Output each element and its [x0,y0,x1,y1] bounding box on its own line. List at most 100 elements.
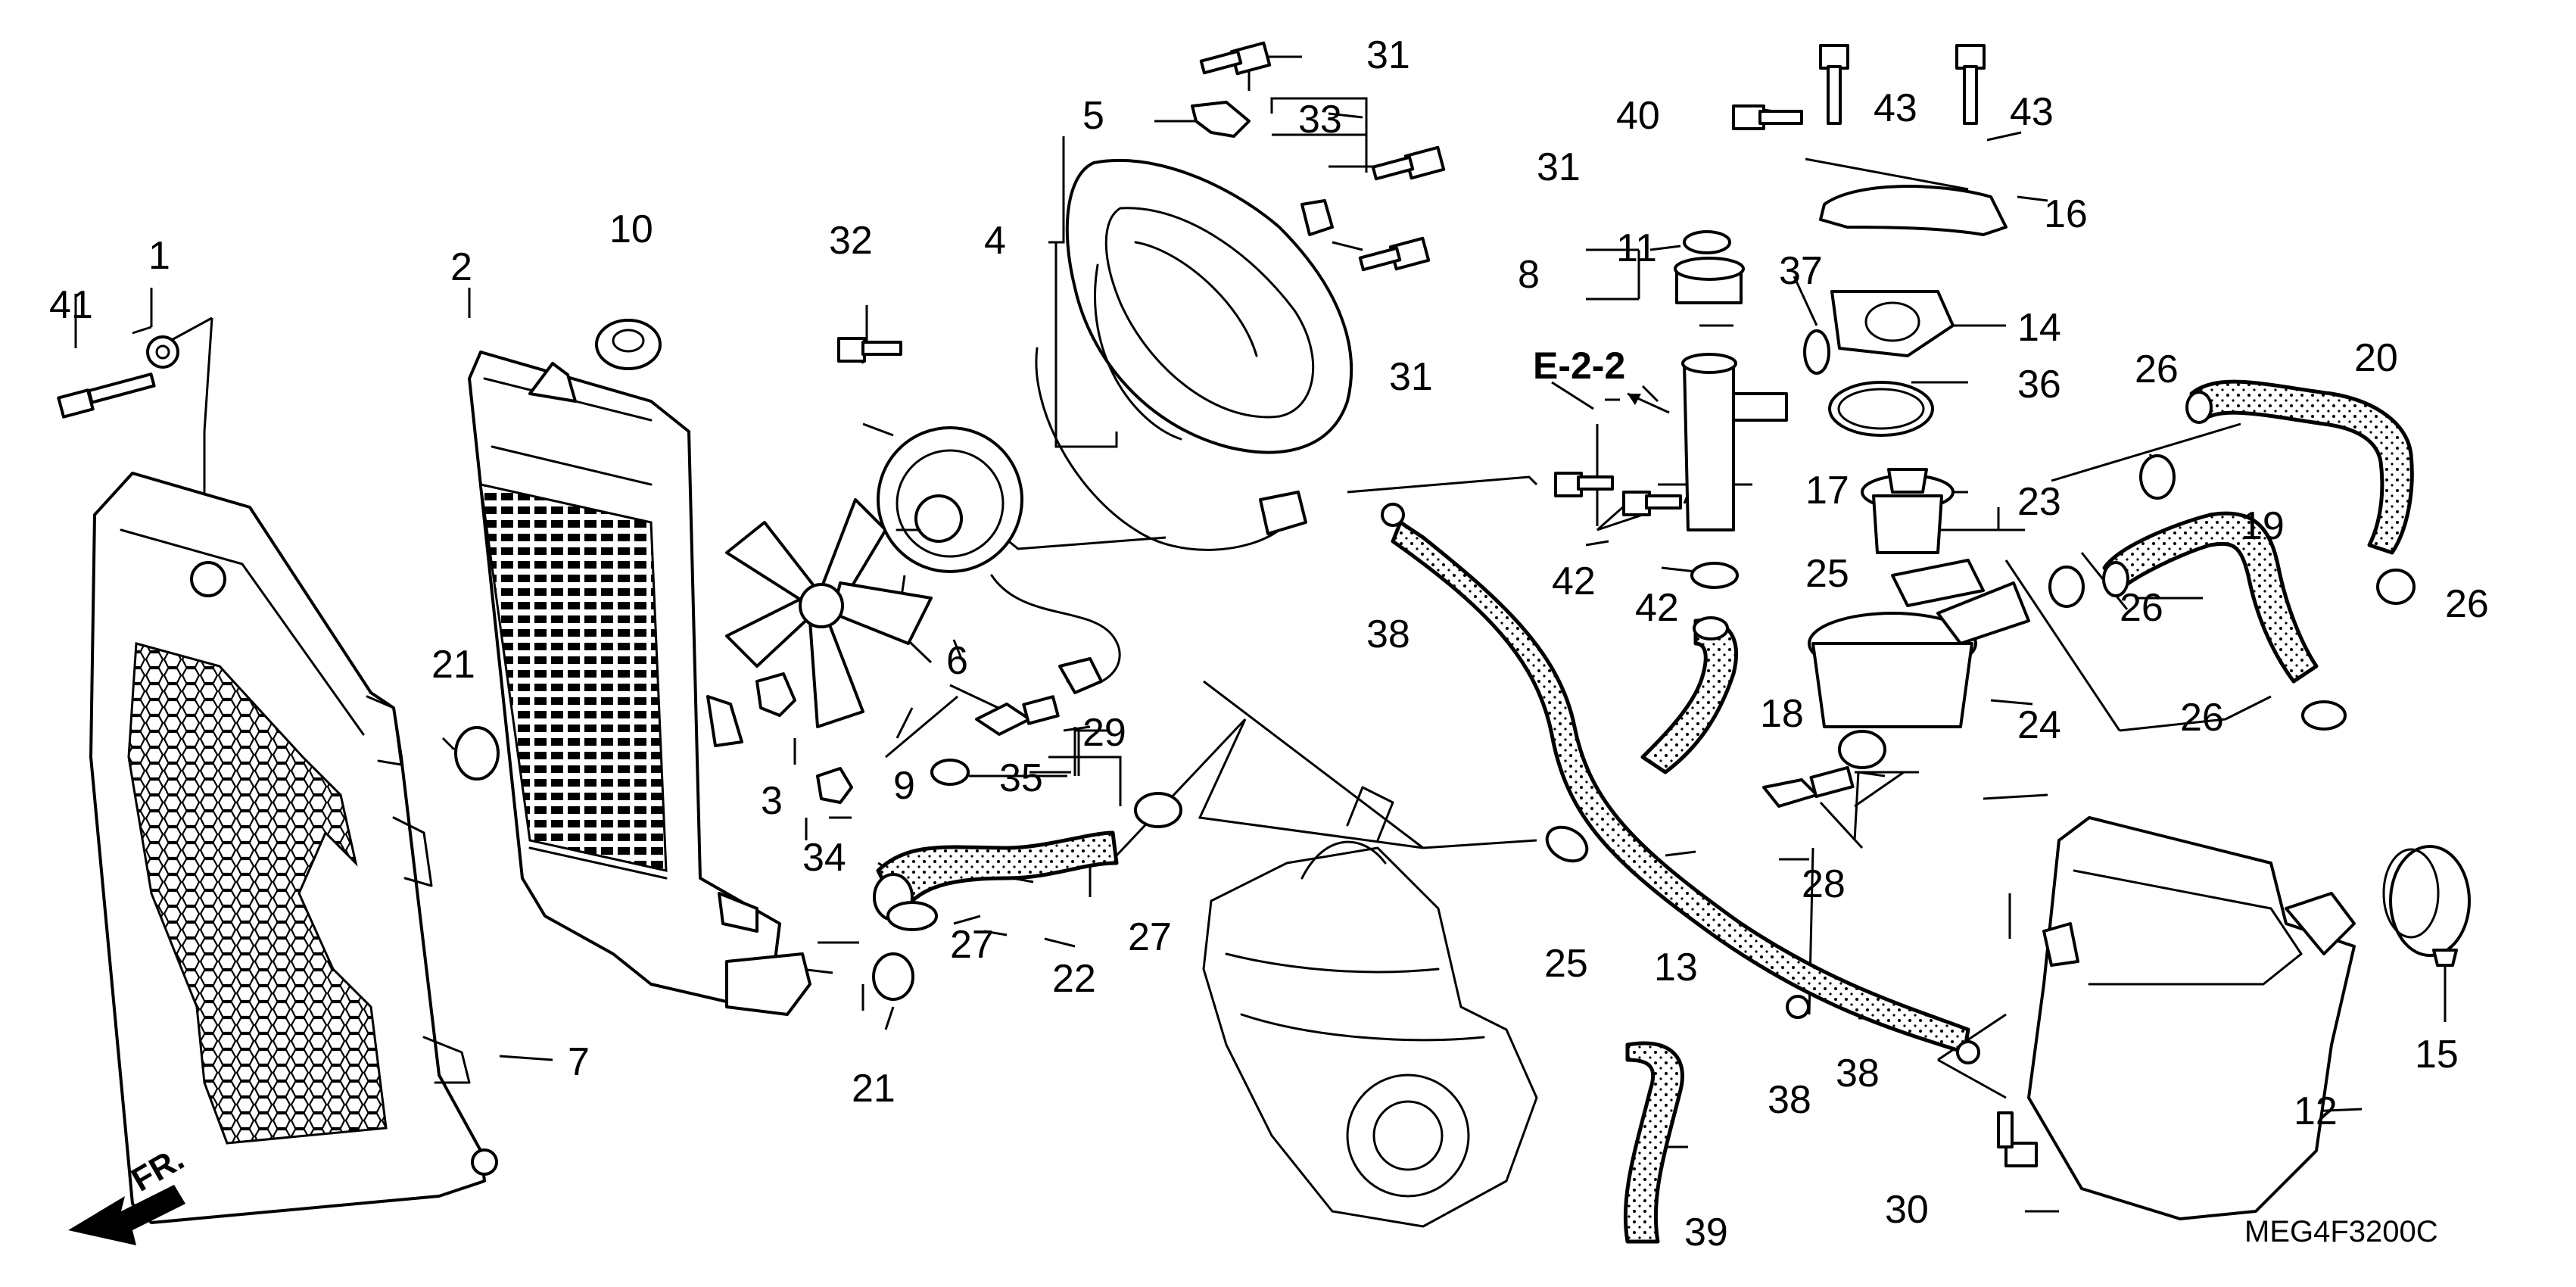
callout-34: 34 [802,836,846,880]
callout-39: 39 [1684,1211,1728,1254]
callout-10: 10 [609,207,653,251]
fan-shroud [1035,158,1353,551]
bolt-30 [1997,1111,2038,1167]
callout-35: 35 [999,756,1043,800]
callout-37: 37 [1779,249,1823,293]
callout-3: 3 [761,779,783,823]
o-ring-36 [1828,381,1934,437]
callout-36: 36 [2017,363,2061,407]
clamp-26-top [2139,454,2176,500]
callout-7: 7 [568,1040,590,1084]
collar-1 [146,335,179,369]
callout-9: 9 [893,764,915,808]
callout-11: 11 [1616,226,1657,270]
callout-21-upper: 21 [431,643,475,687]
o-ring-35 [930,759,970,786]
clamp-26-lower [2301,700,2347,731]
filler-neck-17 [1681,353,1788,531]
nut-34 [816,767,853,804]
bolt-31-lower [1358,236,1431,272]
thermostat-23 [1861,468,1955,554]
hose-39 [1623,1041,1684,1244]
callout-42-left: 42 [1552,559,1596,603]
grommet-10 [595,319,662,370]
callout-38-lower: 38 [1836,1052,1880,1095]
clip-38-upper [1381,503,1405,527]
callout-29: 29 [1082,711,1126,755]
callout-41: 41 [49,283,93,327]
bolt-32 [837,337,902,363]
callout-40: 40 [1616,94,1660,138]
bolt-31-top [1199,41,1272,76]
callout-22: 22 [1052,957,1096,1001]
callout-26-right: 26 [2445,582,2489,626]
callout-20: 20 [2354,336,2398,380]
o-ring-37 [1803,329,1830,375]
nut-3 [755,672,796,717]
callout-1: 1 [148,234,170,278]
bracket-5 [1191,101,1251,138]
clamp-25-lower [1545,825,1589,863]
seal-11 [1683,230,1731,254]
callout-5: 5 [1082,94,1104,138]
callout-32: 32 [829,219,873,263]
thermostat-housing-24 [1808,559,2030,769]
sensor-28 [1762,765,1855,808]
callout-43-left: 43 [1874,86,1917,130]
callout-30: 30 [1885,1188,1929,1232]
hose-18 [1640,616,1738,774]
callout-43-right: 43 [2010,90,2054,134]
reference-label: E-2-2 [1533,344,1625,387]
callout-13: 13 [1654,946,1698,989]
callout-labels: 41 1 2 10 32 5 4 33 31 31 31 40 43 43 16… [49,33,2489,1254]
clamp-26-mid [2048,566,2085,608]
callout-18: 18 [1760,692,1804,736]
front-arrow-icon [68,1185,185,1245]
callout-31-middle: 31 [1537,145,1581,189]
grommet-21-lower [872,952,914,1001]
drawing-code: MEG4F3200C [2244,1215,2438,1248]
callout-6: 6 [946,639,968,683]
bolt-42-right [1622,491,1682,516]
callout-17: 17 [1805,469,1849,513]
callout-23: 23 [2017,480,2061,524]
callout-26-lower: 26 [2180,696,2224,740]
callout-33: 33 [1298,98,1342,142]
callout-4: 4 [984,219,1006,263]
clamp-27-left [886,901,938,931]
hose-22 [873,830,1119,921]
nut-33 [1300,199,1334,236]
callout-14: 14 [2017,306,2061,350]
callout-38-upper: 38 [1366,612,1410,656]
callout-28: 28 [1802,862,1846,906]
switch-29 [975,695,1060,736]
engine-outline [1202,786,1538,1228]
callout-26-mid: 26 [2120,586,2163,630]
clamp-27-right [1134,792,1182,828]
reserve-tank [2027,816,2356,1220]
callout-31-top: 31 [1366,33,1410,77]
radiator-shroud [89,472,498,1224]
bolt-41 [57,372,156,419]
hose-19 [2102,511,2319,684]
hose-20 [2185,379,2414,555]
reserve-tank-cap [2382,845,2471,967]
filler-cap-8 [1674,257,1745,304]
clamp-26-right [2376,569,2416,605]
bolt-40 [1732,104,1803,130]
bolt-31-middle [1371,145,1446,181]
thermostat-cover-14 [1830,290,1955,357]
bracket-16 [1819,185,2008,236]
fan-motor [877,426,1121,694]
callout-16: 16 [2044,192,2088,236]
callout-21-lower: 21 [852,1067,896,1111]
callout-42-right: 42 [1635,586,1679,630]
callout-25-upper: 25 [1805,552,1849,596]
callout-27-left: 27 [950,923,994,967]
callout-24: 24 [2017,703,2061,747]
callout-38-mid: 38 [1768,1078,1811,1122]
callout-15: 15 [2415,1033,2459,1077]
grommet-21-upper [454,726,500,781]
fan-blade [725,498,933,728]
